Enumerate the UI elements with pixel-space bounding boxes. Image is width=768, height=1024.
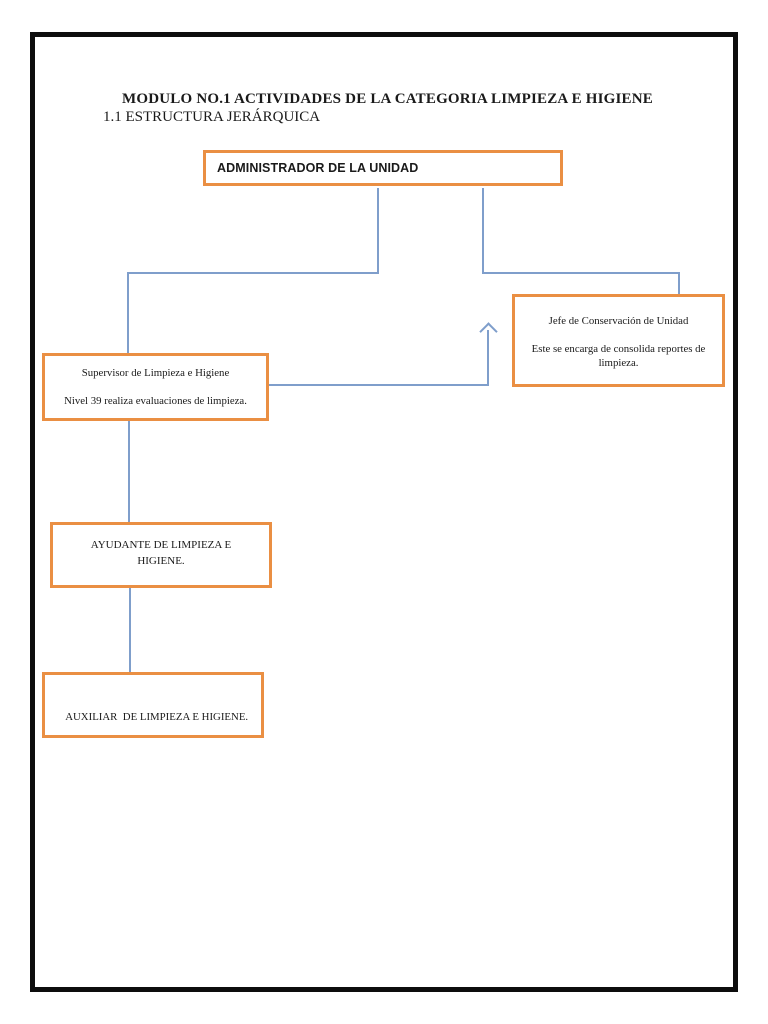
doc-title: MODULO NO.1 ACTIVIDADES DE LA CATEGORIA …: [122, 91, 653, 107]
org-node-jefe-conservacion: Jefe de Conservación de Unidad Este se e…: [512, 294, 725, 387]
arrow-supervisor-vertical: [487, 330, 489, 386]
doc-subtitle: 1.1 ESTRUCTURA JERÁRQUICA: [103, 109, 321, 125]
org-node-administrador: ADMINISTRADOR DE LA UNIDAD: [203, 150, 563, 186]
connector-admin-left-drop: [377, 188, 379, 273]
org-node-auxiliar: AUXILIAR DE LIMPIEZA E HIGIENE.: [42, 672, 264, 738]
connector-ayudante-to-auxiliar: [129, 588, 131, 672]
org-node-supervisor-title: Supervisor de Limpieza e Higiene: [81, 367, 230, 379]
org-node-ayudante-label: AYUDANTE DE LIMPIEZA E HIGIENE.: [90, 539, 232, 567]
org-node-jefe-title: Jefe de Conservación de Unidad: [548, 315, 689, 327]
org-node-jefe-description: Este se encarga de consolida reportes de…: [531, 343, 706, 369]
org-node-administrador-label: ADMINISTRADOR DE LA UNIDAD: [217, 161, 419, 175]
connector-left-horizontal: [127, 272, 379, 274]
connector-right-horizontal: [482, 272, 680, 274]
connector-to-supervisor: [127, 272, 129, 353]
arrow-supervisor-horizontal: [269, 384, 489, 386]
connector-to-jefe: [678, 272, 680, 294]
page-border: [30, 32, 738, 992]
org-node-auxiliar-label: AUXILIAR DE LIMPIEZA E HIGIENE.: [65, 711, 249, 723]
org-node-supervisor-description: Nivel 39 realiza evaluaciones de limpiez…: [64, 395, 247, 407]
org-node-ayudante: AYUDANTE DE LIMPIEZA E HIGIENE.: [50, 522, 272, 588]
org-node-supervisor: Supervisor de Limpieza e Higiene Nivel 3…: [42, 353, 269, 421]
connector-supervisor-to-ayudante: [128, 421, 130, 522]
connector-admin-right-drop: [482, 188, 484, 273]
